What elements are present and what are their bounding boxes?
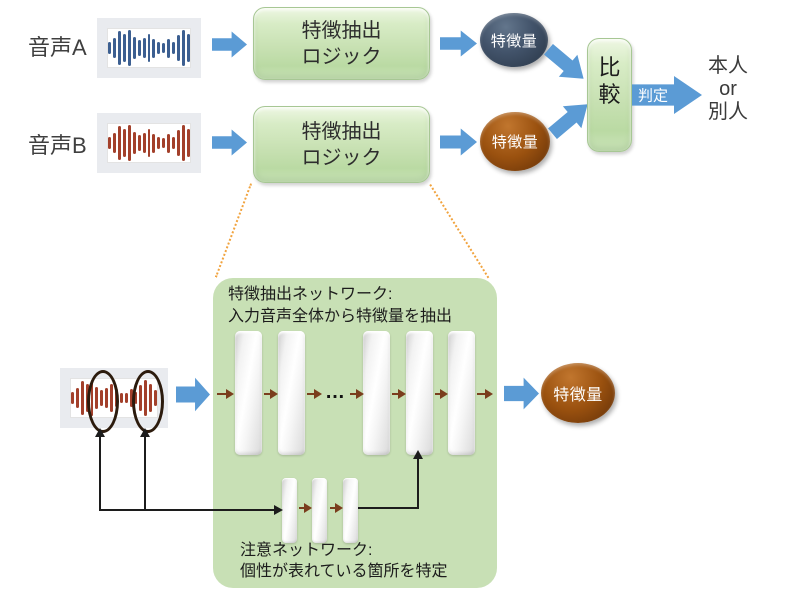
attention-output-line	[417, 458, 419, 509]
flow-arrow-icon	[217, 389, 234, 399]
result-line2: or	[719, 78, 737, 100]
flow-arrow-icon	[435, 389, 448, 399]
feature-chip-b: 特徴量	[480, 112, 550, 171]
feature-chip-output: 特徴量	[541, 363, 615, 423]
network-layer-bar-3	[363, 331, 390, 455]
focus-connector-line	[99, 432, 101, 510]
panel-output-arrow-icon	[504, 377, 539, 410]
attention-input-line	[99, 509, 275, 511]
flow-arrow-icon	[477, 389, 493, 399]
feature-extract-box-a-line1: 特徴抽出	[301, 20, 382, 42]
feature-chip-a: 特徴量	[480, 13, 548, 67]
feature-extract-box-b: 特徴抽出 ロジック	[253, 106, 430, 183]
flow-arrow-icon	[307, 389, 322, 399]
attention-title: 注意ネットワーク: 個性が表れている箇所を特定	[240, 540, 448, 582]
arrow-b-to-extract-icon	[212, 129, 247, 156]
panel-title-line1: 特徴抽出ネットワーク:	[228, 286, 393, 303]
focus-connector-line	[144, 432, 146, 510]
feature-extract-box-a-line2: ロジック	[301, 46, 382, 68]
voice-b-label: 音声B	[28, 133, 87, 158]
attention-output-line	[358, 507, 419, 509]
panel-input-arrow-icon	[176, 377, 210, 412]
network-layer-bar-4	[406, 331, 433, 455]
judge-arrow-icon: 判定	[632, 76, 702, 114]
result-line1: 本人	[708, 55, 748, 77]
arrow-extract-a-to-feature-icon	[440, 30, 477, 57]
panel-title-line2: 入力音声全体から特徴量を抽出	[228, 308, 453, 325]
compare-box: 比較	[587, 38, 632, 152]
panel-title: 特徴抽出ネットワーク: 入力音声全体から特徴量を抽出	[228, 284, 452, 328]
arrow-a-to-extract-icon	[212, 31, 247, 58]
focus-arrowhead-icon	[140, 428, 150, 437]
flow-arrow-icon	[299, 503, 312, 513]
callout-dotted-line-left	[214, 183, 252, 278]
network-layer-bar-5	[448, 331, 475, 455]
compare-box-label: 比較	[598, 55, 621, 107]
result-text: 本人 or 別人	[697, 55, 759, 124]
feature-extract-box-b-line1: 特徴抽出	[301, 121, 382, 143]
flow-arrow-icon	[392, 389, 406, 399]
result-line3: 別人	[708, 101, 748, 123]
attention-layer-bar-1	[282, 478, 297, 543]
feature-extract-box-a: 特徴抽出 ロジック	[253, 7, 430, 80]
attention-input-arrowhead-icon	[274, 505, 283, 515]
voice-a-waveform	[97, 18, 201, 78]
attention-layer-bar-2	[312, 478, 327, 543]
flow-arrow-icon	[330, 503, 343, 513]
network-layer-bar-1	[235, 331, 262, 455]
waveform-b-icon	[107, 123, 191, 163]
arrow-extract-b-to-feature-icon	[440, 128, 477, 156]
feature-extract-box-b-line2: ロジック	[301, 147, 382, 169]
focus-arrowhead-icon	[95, 428, 105, 437]
flow-arrow-icon	[350, 389, 364, 399]
attention-layer-bar-3	[343, 478, 358, 543]
network-layer-bar-2	[278, 331, 305, 455]
judge-arrow-label: 判定	[637, 87, 668, 105]
attention-focus-circle-2	[132, 370, 164, 433]
ellipsis-dots: …	[325, 381, 347, 403]
voice-b-waveform	[97, 113, 201, 173]
flow-arrow-icon	[264, 389, 278, 399]
voice-a-label: 音声A	[28, 35, 87, 60]
attention-title-line1: 注意ネットワーク:	[240, 542, 373, 559]
waveform-a-icon	[107, 28, 191, 68]
attention-title-line2: 個性が表れている箇所を特定	[240, 563, 448, 580]
attention-focus-circle-1	[87, 370, 119, 433]
attention-output-arrowhead-icon	[413, 450, 423, 459]
callout-dotted-line-right	[429, 184, 490, 279]
